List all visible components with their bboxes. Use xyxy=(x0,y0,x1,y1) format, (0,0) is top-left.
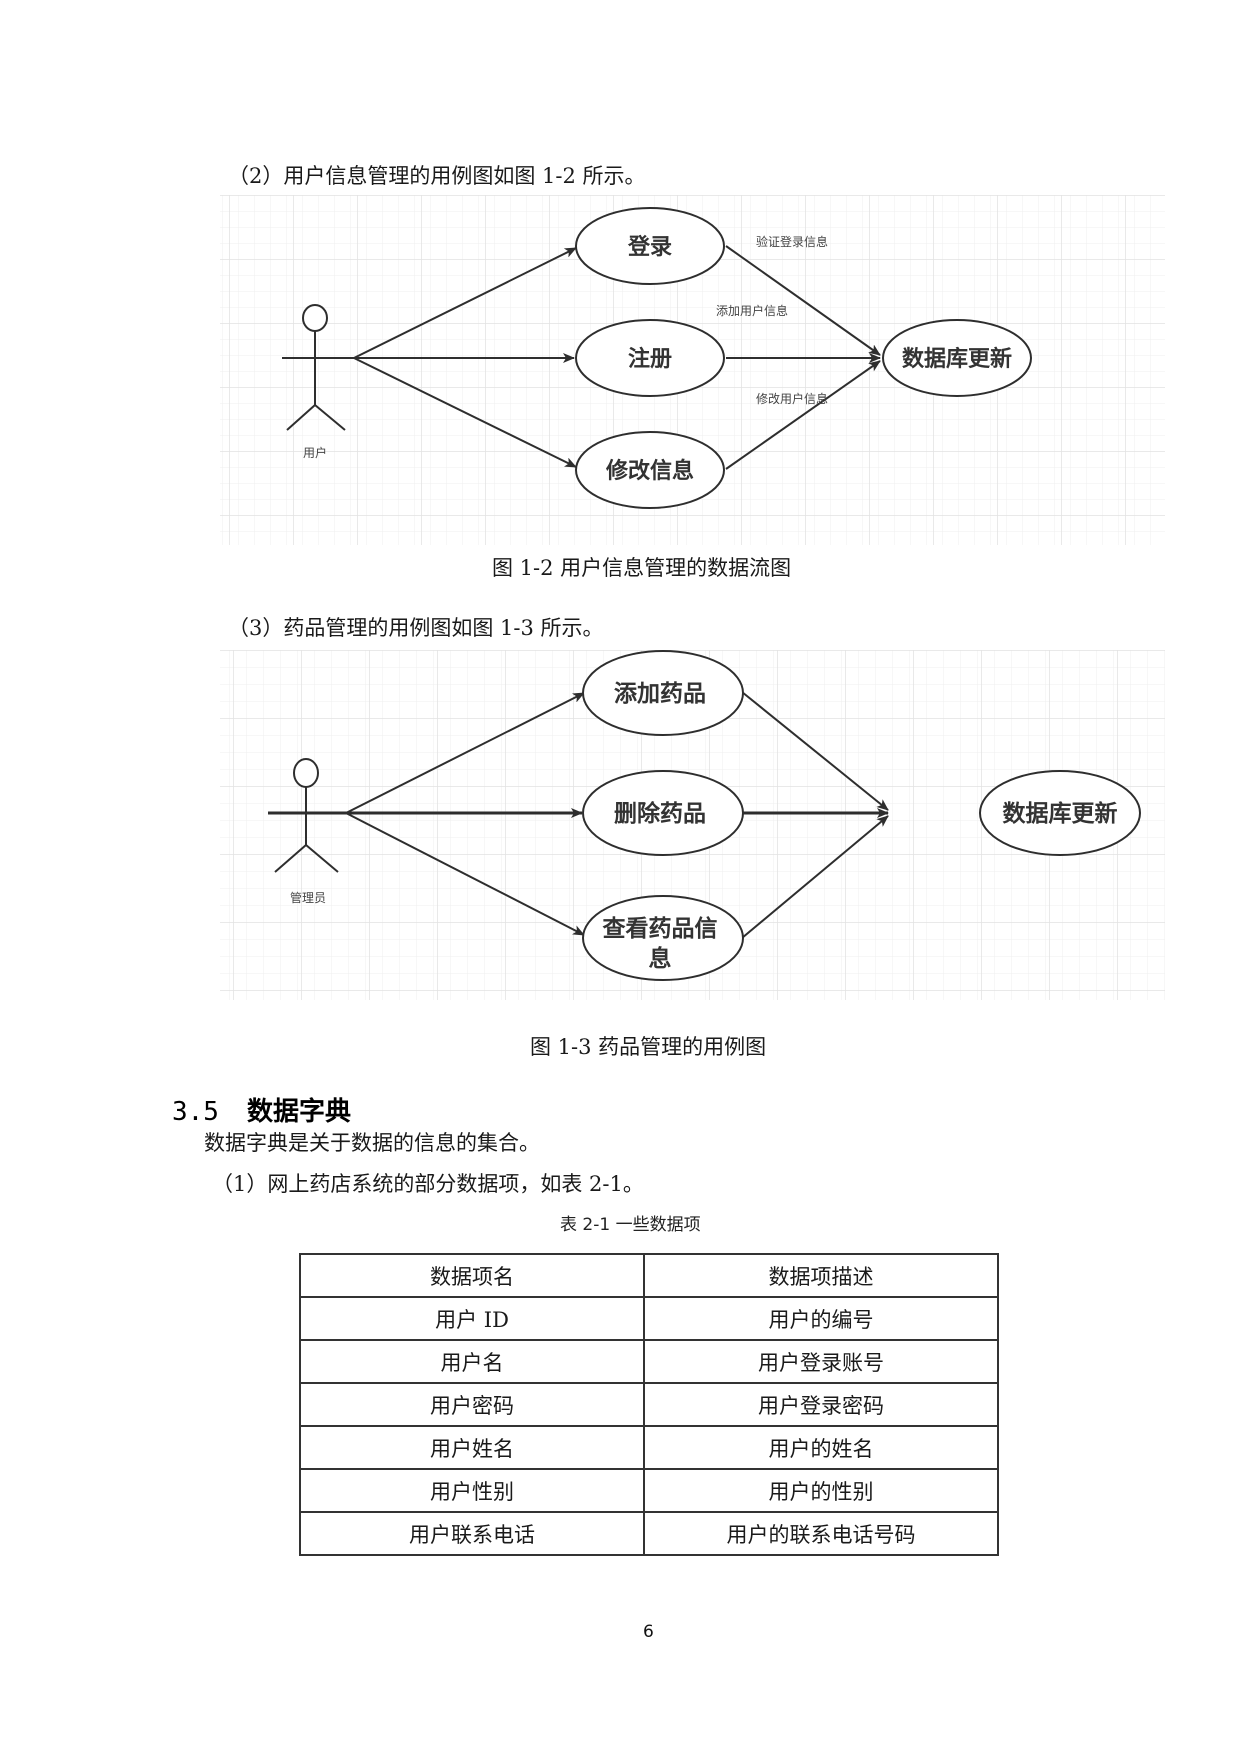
user-management-use-case-diagram: 用户 登录 注册 修改信息 数据库更新 验证登录信息 添加用户信息 xyxy=(220,195,1165,545)
table-title: 表 2-1 一些数据项 xyxy=(560,1215,701,1235)
table-row: 用户联系电话 用户的联系电话号码 xyxy=(299,1511,999,1556)
figure-1-3-caption: 图 1-3 药品管理的用例图 xyxy=(530,1035,767,1059)
use-case-label: 注册 xyxy=(628,346,672,372)
table-cell: 用户的性别 xyxy=(643,1468,999,1513)
actor-label: 管理员 xyxy=(290,890,326,905)
use-case-label: 修改信息 xyxy=(605,458,694,484)
page-number: 6 xyxy=(643,1622,654,1642)
use-case-edit-info xyxy=(575,431,725,509)
section-title: 数据字典 xyxy=(246,1097,351,1127)
definition-text: 数据字典是关于数据的信息的集合。 xyxy=(204,1131,540,1155)
section-3-intro: （3）药品管理的用例图如图 1-3 所示。 xyxy=(228,616,604,640)
use-case-label: 添加药品 xyxy=(614,681,706,707)
use-case-label: 查看药品信 xyxy=(603,915,718,942)
use-case-db-update xyxy=(882,319,1032,397)
use-case-label: 登录 xyxy=(627,235,672,260)
use-case-view-medicine xyxy=(582,895,744,981)
table-row: 用户姓名 用户的姓名 xyxy=(299,1425,999,1470)
edge-label: 修改用户信息 xyxy=(756,391,828,406)
table-row: 用户名 用户登录账号 xyxy=(299,1339,999,1384)
actor-user-icon xyxy=(282,304,354,431)
actor-admin-icon xyxy=(268,758,346,873)
table-row: 用户性别 用户的性别 xyxy=(299,1468,999,1513)
item-1-text: （1）网上药店系统的部分数据项，如表 2-1。 xyxy=(212,1172,644,1196)
edge-label: 验证登录信息 xyxy=(756,234,828,249)
table-cell: 用户的联系电话号码 xyxy=(643,1511,999,1556)
figure-1-2-caption: 图 1-2 用户信息管理的数据流图 xyxy=(492,556,792,580)
table-cell: 用户姓名 xyxy=(299,1425,645,1470)
use-case-delete-medicine xyxy=(582,770,744,856)
header-cell: 数据项描述 xyxy=(643,1253,999,1298)
table-cell: 用户联系电话 xyxy=(299,1511,645,1556)
table-cell: 用户登录账号 xyxy=(643,1339,999,1384)
table-cell: 用户密码 xyxy=(299,1382,645,1427)
table-cell: 用户的姓名 xyxy=(643,1425,999,1470)
table-cell: 用户性别 xyxy=(299,1468,645,1513)
use-case-add-medicine xyxy=(582,650,744,736)
table-cell: 用户登录密码 xyxy=(643,1382,999,1427)
target-label: 数据库更新 xyxy=(1003,800,1118,827)
table-cell: 用户名 xyxy=(299,1339,645,1384)
section-heading: 3.5 数据字典 xyxy=(172,1096,351,1128)
edge-label: 添加用户信息 xyxy=(716,303,788,318)
section-2-intro: （2）用户信息管理的用例图如图 1-2 所示。 xyxy=(228,164,646,188)
table-cell: 用户 ID xyxy=(299,1296,645,1341)
medicine-management-use-case-diagram: 管理员 添加药品 删除药品 查看药品信 息 数据库更新 xyxy=(220,650,1165,1000)
header-cell: 数据项名 xyxy=(299,1253,645,1298)
use-case-login xyxy=(575,207,725,285)
table-row: 用户 ID 用户的编号 xyxy=(299,1296,999,1341)
data-dictionary-table: 数据项名 数据项描述 用户 ID 用户的编号 用户名 用户登录账号 用户密码 用… xyxy=(299,1253,999,1556)
table-row: 用户密码 用户登录密码 xyxy=(299,1382,999,1427)
use-case-label: 删除药品 xyxy=(614,800,706,827)
table-cell: 用户的编号 xyxy=(643,1296,999,1341)
use-case-register xyxy=(575,319,725,397)
section-number: 3.5 xyxy=(172,1097,219,1127)
actor-label: 用户 xyxy=(303,445,327,460)
use-case-label: 息 xyxy=(649,945,672,972)
use-case-db-update xyxy=(979,770,1141,856)
target-label: 数据库更新 xyxy=(902,346,1012,372)
table-header-row: 数据项名 数据项描述 xyxy=(299,1253,999,1298)
